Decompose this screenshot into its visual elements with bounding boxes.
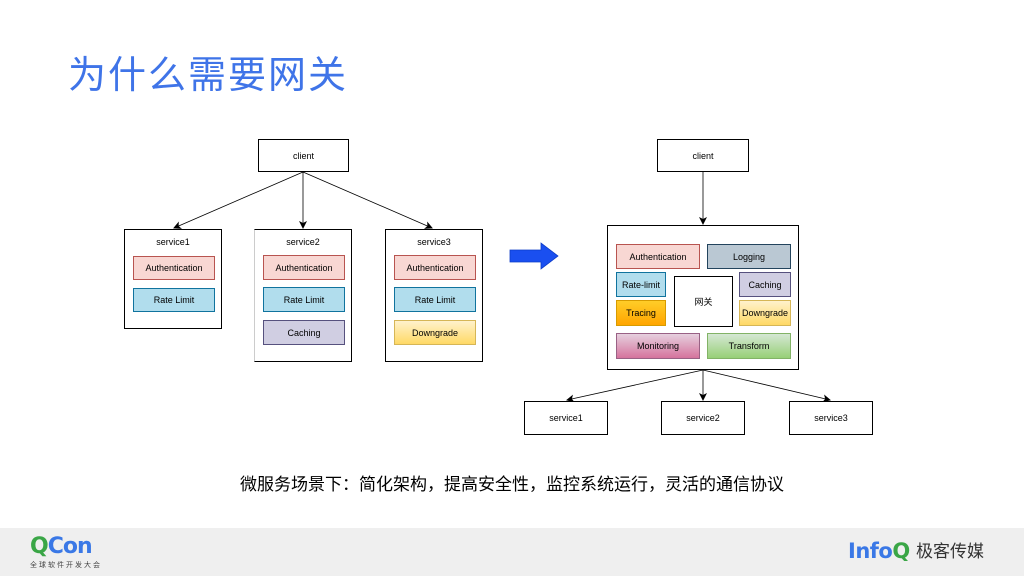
gateway-feature-tracing: Tracing <box>616 300 666 326</box>
service-title: service3 <box>417 237 451 247</box>
feature-authentication: Authentication <box>394 255 476 280</box>
service-box-after: service2 <box>661 401 745 435</box>
edge-gateway-service1 <box>566 369 704 403</box>
client-box-after: client <box>657 139 749 172</box>
infoq-logo-q: Q <box>892 539 910 563</box>
gateway-feature-authentication: Authentication <box>616 244 700 269</box>
gateway-feature-transform: Transform <box>707 333 791 359</box>
service-label: service3 <box>814 413 848 423</box>
infoq-logo-text: Info <box>848 539 893 563</box>
geekbang-media-label: 极客传媒 <box>916 542 984 562</box>
edge-gateway-service3 <box>702 369 831 403</box>
service-box-after: service1 <box>524 401 608 435</box>
infoq-logo: InfoQ <box>848 539 910 563</box>
slide-caption: 微服务场景下：简化架构，提高安全性，监控系统运行，灵活的通信协议 <box>240 475 784 495</box>
transition-arrow-icon <box>509 242 559 270</box>
client-box-before: client <box>258 139 349 172</box>
client-label: client <box>692 150 714 161</box>
gateway-feature-logging: Logging <box>707 244 791 269</box>
qcon-logo-q: Q <box>30 534 49 559</box>
service-box: service3 Authentication Rate Limit Downg… <box>385 229 483 362</box>
service-title: service1 <box>156 237 190 247</box>
qcon-logo-text: Con <box>47 534 93 559</box>
client-label: client <box>292 150 314 161</box>
feature-rate-limit: Rate Limit <box>394 287 476 312</box>
feature-authentication: Authentication <box>133 256 215 280</box>
feature-caching: Caching <box>263 320 345 345</box>
gateway-container: Authentication Logging Rate-limit Cachin… <box>607 225 799 370</box>
service-box-after: service3 <box>789 401 873 435</box>
qcon-subtitle: 全球软件开发大会 <box>30 561 102 569</box>
gateway-feature-caching: Caching <box>739 272 791 297</box>
service-box: service2 Authentication Rate Limit Cachi… <box>254 229 352 362</box>
gateway-feature-rate-limit: Rate-limit <box>616 272 666 297</box>
edge-client-service1 <box>173 171 304 229</box>
service-box: service1 Authentication Rate Limit <box>124 229 222 329</box>
qcon-logo: QCon <box>30 534 93 559</box>
edge-client-service3 <box>302 171 433 229</box>
feature-downgrade: Downgrade <box>394 320 476 345</box>
service-label: service1 <box>549 413 583 423</box>
feature-authentication: Authentication <box>263 255 345 280</box>
slide-title: 为什么需要网关 <box>68 53 349 97</box>
feature-rate-limit: Rate Limit <box>133 288 215 312</box>
service-title: service2 <box>286 237 320 247</box>
gateway-feature-downgrade: Downgrade <box>739 300 791 326</box>
service-label: service2 <box>686 413 720 423</box>
footer-bar: QCon 全球软件开发大会 InfoQ 极客传媒 <box>0 528 1024 576</box>
gateway-core-box: 网关 <box>674 276 733 327</box>
gateway-feature-monitoring: Monitoring <box>616 333 700 359</box>
feature-rate-limit: Rate Limit <box>263 287 345 312</box>
